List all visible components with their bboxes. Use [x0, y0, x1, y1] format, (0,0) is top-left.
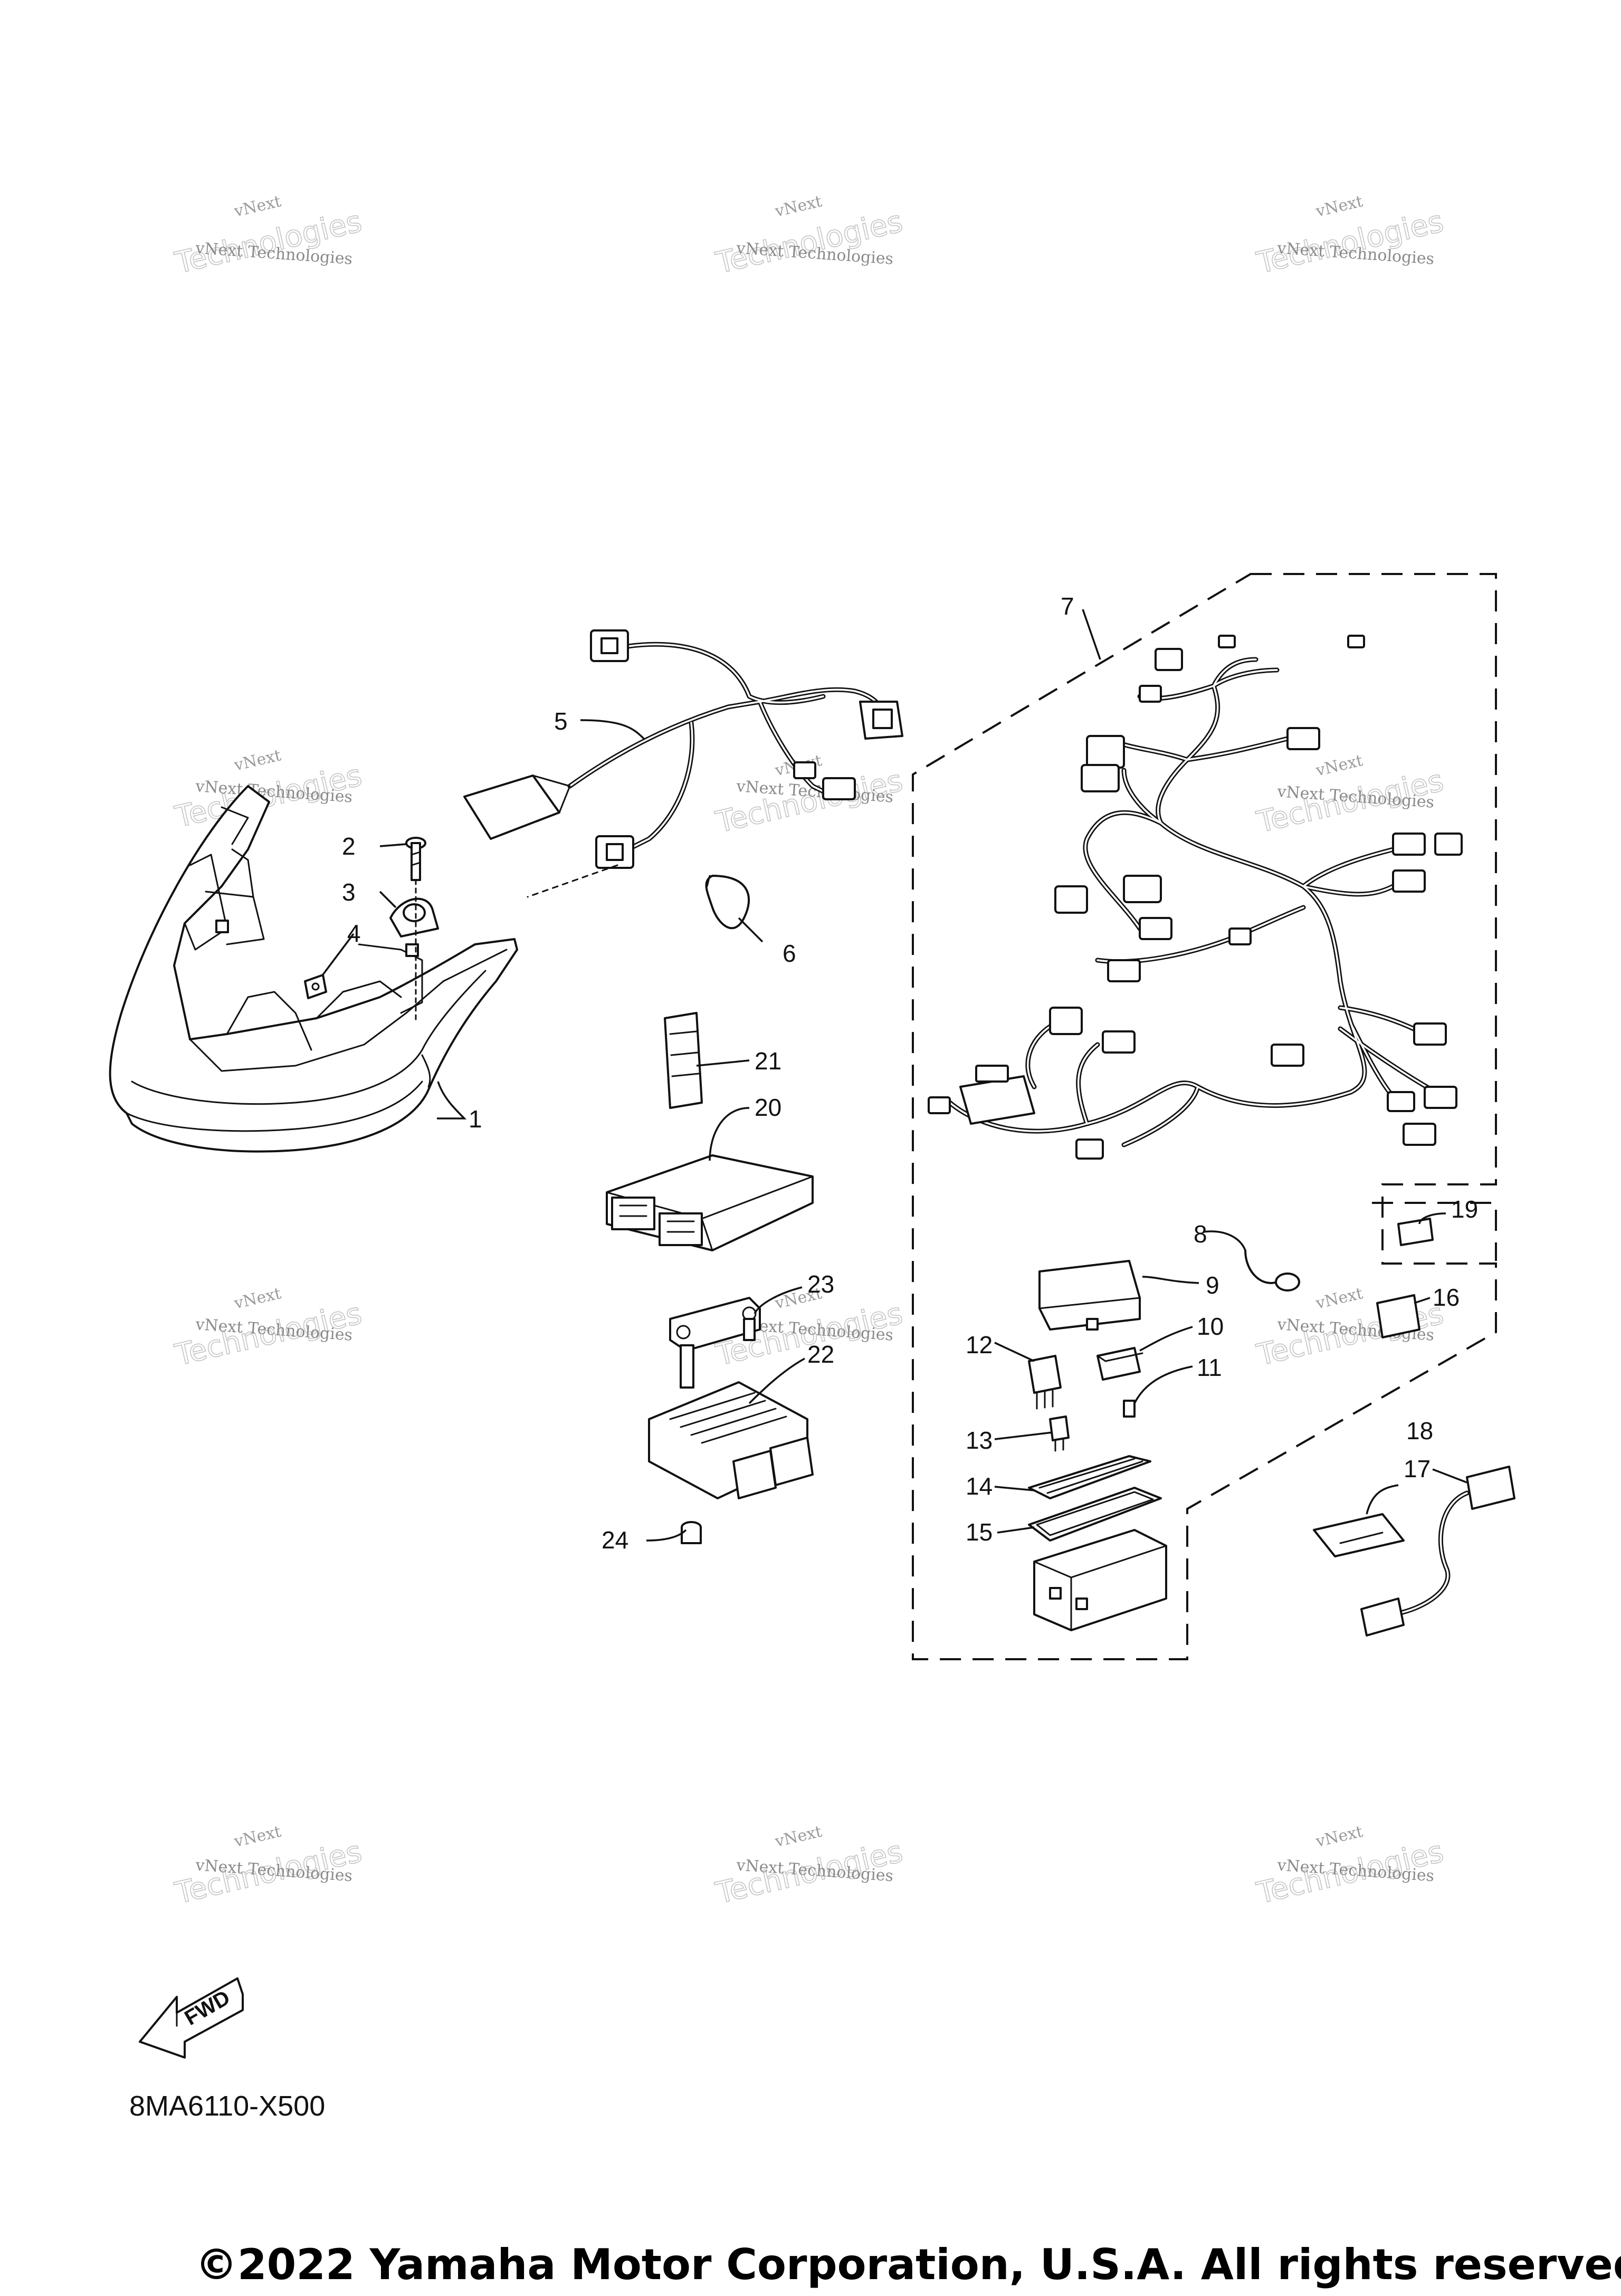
bracket: [669, 1297, 761, 1352]
relay-mini: [1049, 1415, 1070, 1452]
connector: [1376, 1294, 1420, 1338]
callout-24: 24: [602, 1526, 628, 1554]
callout-7: 7: [1061, 592, 1074, 620]
sub-harness: [463, 629, 903, 898]
ecu: [606, 1012, 814, 1251]
copyright-notice: ©2022 Yamaha Motor Corporation, U.S.A. A…: [195, 2240, 1621, 2289]
callout-14: 14: [966, 1472, 993, 1500]
screw: [405, 837, 426, 881]
watermark-line1: vNext: [232, 1822, 283, 1851]
label-sheet: [1313, 1513, 1405, 1557]
fuse-box-cover: [1038, 1260, 1141, 1331]
callout-23: 23: [807, 1270, 834, 1298]
callout-20: 20: [755, 1094, 781, 1121]
callout-9: 9: [1206, 1271, 1219, 1299]
main-harness: [928, 635, 1463, 1160]
watermark-line1: vNext: [232, 746, 283, 775]
nut-clip: [304, 974, 327, 999]
forward-arrow: FWD: [139, 1977, 244, 2059]
watermark: vNext Technologies: [712, 1822, 907, 1911]
callout-2: 2: [342, 833, 356, 860]
callout-6: 6: [783, 940, 796, 967]
callout-16: 16: [1433, 1284, 1460, 1311]
watermark: vNext Technologies: [171, 1822, 366, 1911]
callout-8: 8: [1194, 1220, 1207, 1248]
callout-4: 4: [347, 920, 361, 947]
callout-15: 15: [966, 1518, 993, 1546]
watermark-line1: vNext: [773, 192, 824, 221]
wire-lead: [1244, 1249, 1300, 1292]
callout-21: 21: [755, 1047, 781, 1075]
watermark: vNext Technologies: [1253, 1822, 1447, 1911]
watermark-line1: vNext: [1314, 751, 1365, 780]
leader-lines: [321, 609, 1467, 1542]
callout-numbers: 1 2 3 4 5 6 7 8 9 10 11 12 13 14 15 16 1…: [342, 592, 1478, 1554]
relay-small: [1028, 1355, 1062, 1410]
part-code: 8MA6110-X500: [129, 2090, 325, 2122]
fuse-label: [1028, 1455, 1151, 1499]
harness-group-boundary: [912, 573, 1497, 1660]
watermark-line1: vNext: [1314, 1284, 1365, 1313]
callout-10: 10: [1197, 1313, 1224, 1340]
callout-19: 19: [1451, 1195, 1478, 1223]
watermark-line1: vNext: [232, 1284, 283, 1313]
seal: [1028, 1487, 1162, 1542]
callout-12: 12: [966, 1331, 993, 1359]
callout-5: 5: [554, 707, 568, 735]
callout-11: 11: [1197, 1354, 1222, 1381]
coupler: [1397, 1218, 1434, 1246]
watermark-line1: vNext: [232, 192, 283, 221]
collar: [681, 1521, 702, 1544]
relay: [1096, 1347, 1143, 1381]
connector-group-boundary: [1372, 1202, 1497, 1261]
adapter-lead: [1360, 1466, 1515, 1637]
fuse-block: [1033, 1529, 1167, 1631]
band: [705, 875, 750, 930]
watermark-line1: vNext: [1314, 1822, 1365, 1851]
callout-3: 3: [342, 878, 356, 906]
watermark-line1: vNext: [1314, 192, 1365, 221]
headlight-cowl: [109, 785, 518, 1153]
callout-13: 13: [966, 1427, 993, 1454]
callout-17: 17: [1404, 1455, 1431, 1482]
callout-1: 1: [469, 1105, 482, 1133]
watermark-line1: vNext: [773, 1822, 824, 1851]
rectifier-regulator: [648, 1344, 814, 1499]
callout-22: 22: [807, 1341, 834, 1368]
clamp: [389, 897, 439, 937]
callout-18: 18: [1406, 1417, 1433, 1444]
fuse: [1123, 1400, 1136, 1418]
